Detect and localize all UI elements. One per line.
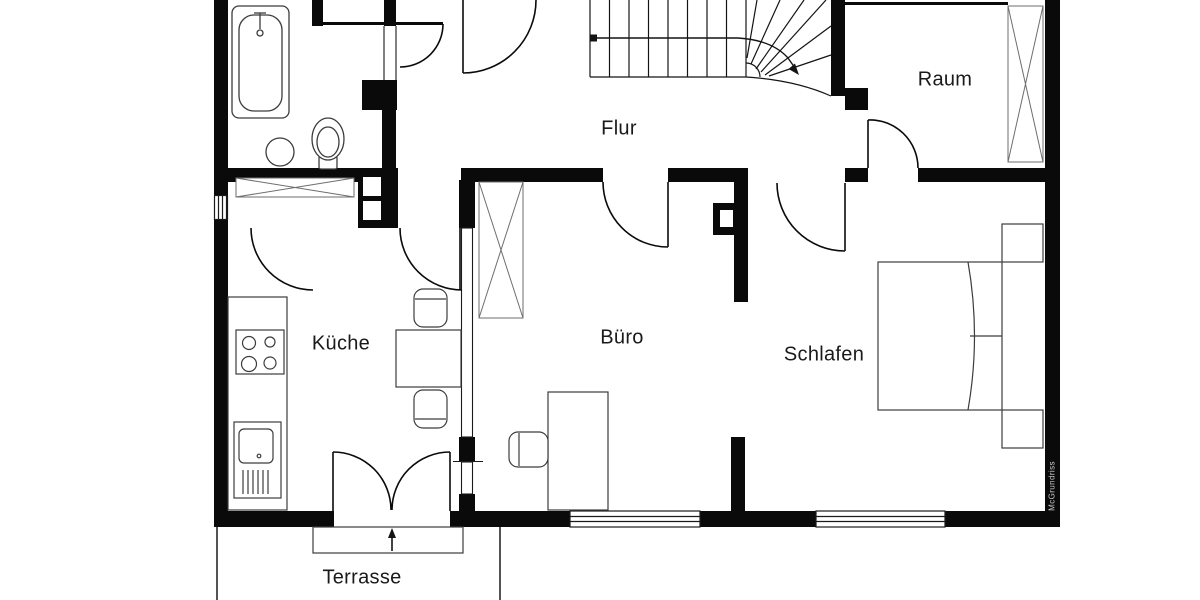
door-raum (867, 119, 919, 169)
stairs (589, 0, 832, 97)
door-schlafen (776, 182, 846, 252)
nightstand-top (1001, 223, 1044, 263)
wall-raum-bottom-left (845, 168, 868, 182)
door-terrace-right (391, 451, 451, 511)
stairs-winders (746, 0, 832, 77)
walking-line-arrow (788, 63, 799, 75)
wall-top-thin (323, 22, 443, 25)
wall-bottom-left (214, 511, 334, 527)
thin-wall-kueche-buero (460, 227, 474, 438)
wall-bath-block (362, 80, 397, 110)
entrance-door (213, 194, 229, 221)
room-label-flur: Flur (601, 117, 637, 140)
wall-right (1045, 0, 1060, 527)
wall-kueche-buero-bottom (459, 494, 475, 511)
wall-left-lower (214, 219, 228, 527)
wall-left-upper (214, 0, 228, 196)
kitchen-chair-top (413, 288, 448, 328)
desk-chair (508, 431, 549, 468)
window-buero (569, 510, 701, 528)
raum-wardrobe (1007, 5, 1044, 163)
room-label-buero: Büro (600, 326, 644, 349)
thin-wall-kueche-buero2 (460, 461, 474, 495)
wall-bath-lower (382, 110, 396, 172)
bathtub (231, 5, 290, 119)
wall-bottom-mid2 (700, 511, 816, 527)
door-terrace-left (332, 451, 392, 511)
desk (547, 391, 609, 511)
shaft-hole-2 (363, 201, 381, 220)
doors (250, 0, 919, 511)
room-label-terrasse: Terrasse (322, 566, 402, 589)
door-bath-top (399, 23, 444, 68)
door-kueche-hall (250, 227, 314, 291)
wall-cutouts (363, 177, 733, 227)
hall-wardrobe (235, 177, 355, 198)
kitchen-table (395, 329, 462, 388)
room-label-raum: Raum (917, 68, 973, 91)
buero-wardrobe (478, 181, 524, 319)
wall-buero-schlafen-upper (734, 182, 748, 302)
wall-raum-top-thin (845, 2, 1008, 5)
bathroom-sink (265, 137, 295, 167)
terrace-steps (312, 526, 464, 554)
wall-stairs-right (831, 0, 845, 96)
windows (569, 510, 946, 528)
stairs-walking-line (590, 34, 799, 75)
stove (235, 329, 285, 375)
room-label-schlafen: Schlafen (783, 343, 865, 366)
chimney-hole (720, 210, 733, 227)
wall-buero-schlafen-lower (731, 437, 745, 511)
wall-top-stub (312, 0, 323, 26)
window-schlafen (815, 510, 946, 528)
stairs-hub-curve (745, 62, 761, 78)
wall-bottom-right (945, 511, 1060, 527)
kitchen-sink (233, 421, 282, 499)
walls (214, 0, 1060, 527)
wall-flur-buero (461, 168, 603, 182)
wall-kueche-buero-mid (459, 437, 475, 462)
door-flur-top (462, 0, 537, 74)
wall-flur-mid (668, 168, 748, 182)
kitchen-chair-bottom (413, 389, 448, 429)
room-label-kueche: Küche (311, 332, 371, 355)
stairs-outline (590, 76, 832, 97)
wall-bottom-mid1 (450, 511, 570, 527)
shaft-hole-1 (363, 177, 381, 196)
wall-raum-bottom-right (918, 168, 1045, 182)
wall-bath-stub (384, 0, 396, 26)
bed (877, 261, 1003, 411)
wall-kueche-buero-top (459, 180, 475, 228)
door-kueche-flur (399, 227, 463, 291)
wall-step-block (845, 88, 868, 110)
toilet (311, 117, 345, 170)
terrace-arrow (388, 528, 396, 551)
nightstand-bottom (1001, 409, 1044, 449)
watermark-text: McGrundriss (1047, 461, 1057, 511)
terrace (216, 526, 501, 600)
door-buero (602, 181, 669, 248)
